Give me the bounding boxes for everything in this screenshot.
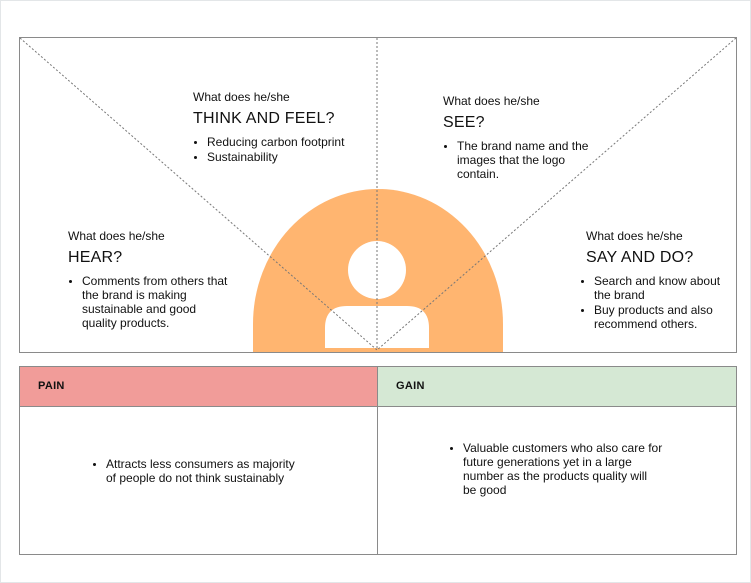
pain-header: PAIN (20, 367, 378, 407)
gain-title: GAIN (396, 380, 425, 392)
see-list: The brand name and the images that the l… (443, 139, 593, 181)
quadrant-divider-lines (20, 38, 736, 351)
say-and-do-quadrant: What does he/she SAY AND DO? Search and … (580, 229, 730, 332)
gain-list: Valuable customers who also care for fut… (449, 441, 663, 497)
pain-gain-table: PAIN GAIN Attracts less consumers as maj… (19, 366, 737, 555)
pain-title: PAIN (38, 380, 65, 392)
empathy-map: What does he/she THINK AND FEEL? Reducin… (19, 37, 737, 353)
say-list: Search and know about the brand Buy prod… (580, 274, 730, 331)
list-item: Search and know about the brand (594, 274, 730, 302)
see-quadrant: What does he/she SEE? The brand name and… (443, 94, 593, 182)
think-and-feel-quadrant: What does he/she THINK AND FEEL? Reducin… (193, 90, 353, 165)
think-label: What does he/she (193, 90, 290, 104)
list-item: The brand name and the images that the l… (457, 139, 593, 181)
hear-label: What does he/she (68, 229, 165, 243)
see-title: SEE? (443, 114, 485, 131)
list-item: Comments from others that the brand is m… (82, 274, 228, 330)
list-item: Valuable customers who also care for fut… (463, 441, 663, 497)
say-label: What does he/she (586, 229, 683, 243)
list-item: Reducing carbon footprint (207, 135, 353, 149)
hear-list: Comments from others that the brand is m… (68, 274, 228, 330)
gain-header: GAIN (378, 367, 736, 407)
list-item: Sustainability (207, 150, 353, 164)
pain-list: Attracts less consumers as majority of p… (92, 457, 306, 485)
see-label: What does he/she (443, 94, 540, 108)
hear-title: HEAR? (68, 249, 123, 266)
hear-quadrant: What does he/she HEAR? Comments from oth… (68, 229, 228, 331)
think-list: Reducing carbon footprint Sustainability (193, 135, 353, 164)
list-item: Attracts less consumers as majority of p… (106, 457, 306, 485)
say-title: SAY AND DO? (586, 249, 694, 266)
user-avatar-icon (253, 189, 503, 352)
list-item: Buy products and also recommend others. (594, 303, 730, 331)
think-title: THINK AND FEEL? (193, 110, 335, 127)
column-divider (377, 407, 378, 554)
